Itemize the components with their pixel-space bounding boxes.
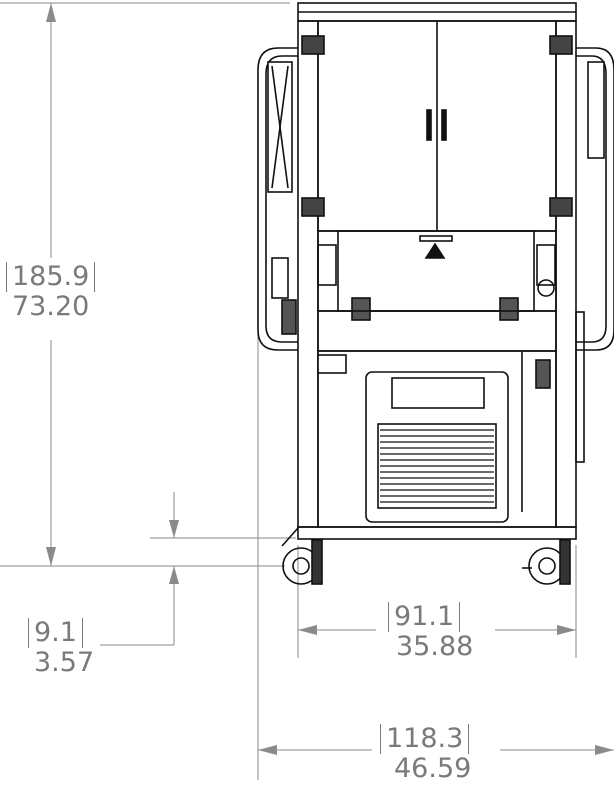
height-dimension-label: 185.9 73.20	[6, 262, 96, 322]
height-metric: 185.9	[6, 262, 96, 292]
caster-metric: 9.1	[28, 618, 83, 648]
overall-width-metric: 118.3	[380, 724, 470, 754]
height-imperial: 73.20	[12, 291, 90, 322]
caster-dimension-label: 9.1 3.57	[28, 618, 94, 678]
frame-width-metric: 91.1	[388, 602, 461, 632]
cart-outline	[257, 2, 614, 585]
caster-imperial: 3.57	[34, 647, 95, 678]
overall-width-imperial: 46.59	[394, 753, 472, 784]
overall-width-dimension-label: 118.3 46.59	[380, 724, 471, 784]
frame-width-dimension-label: 91.1 35.88	[388, 602, 473, 662]
frame-width-imperial: 35.88	[396, 631, 474, 662]
